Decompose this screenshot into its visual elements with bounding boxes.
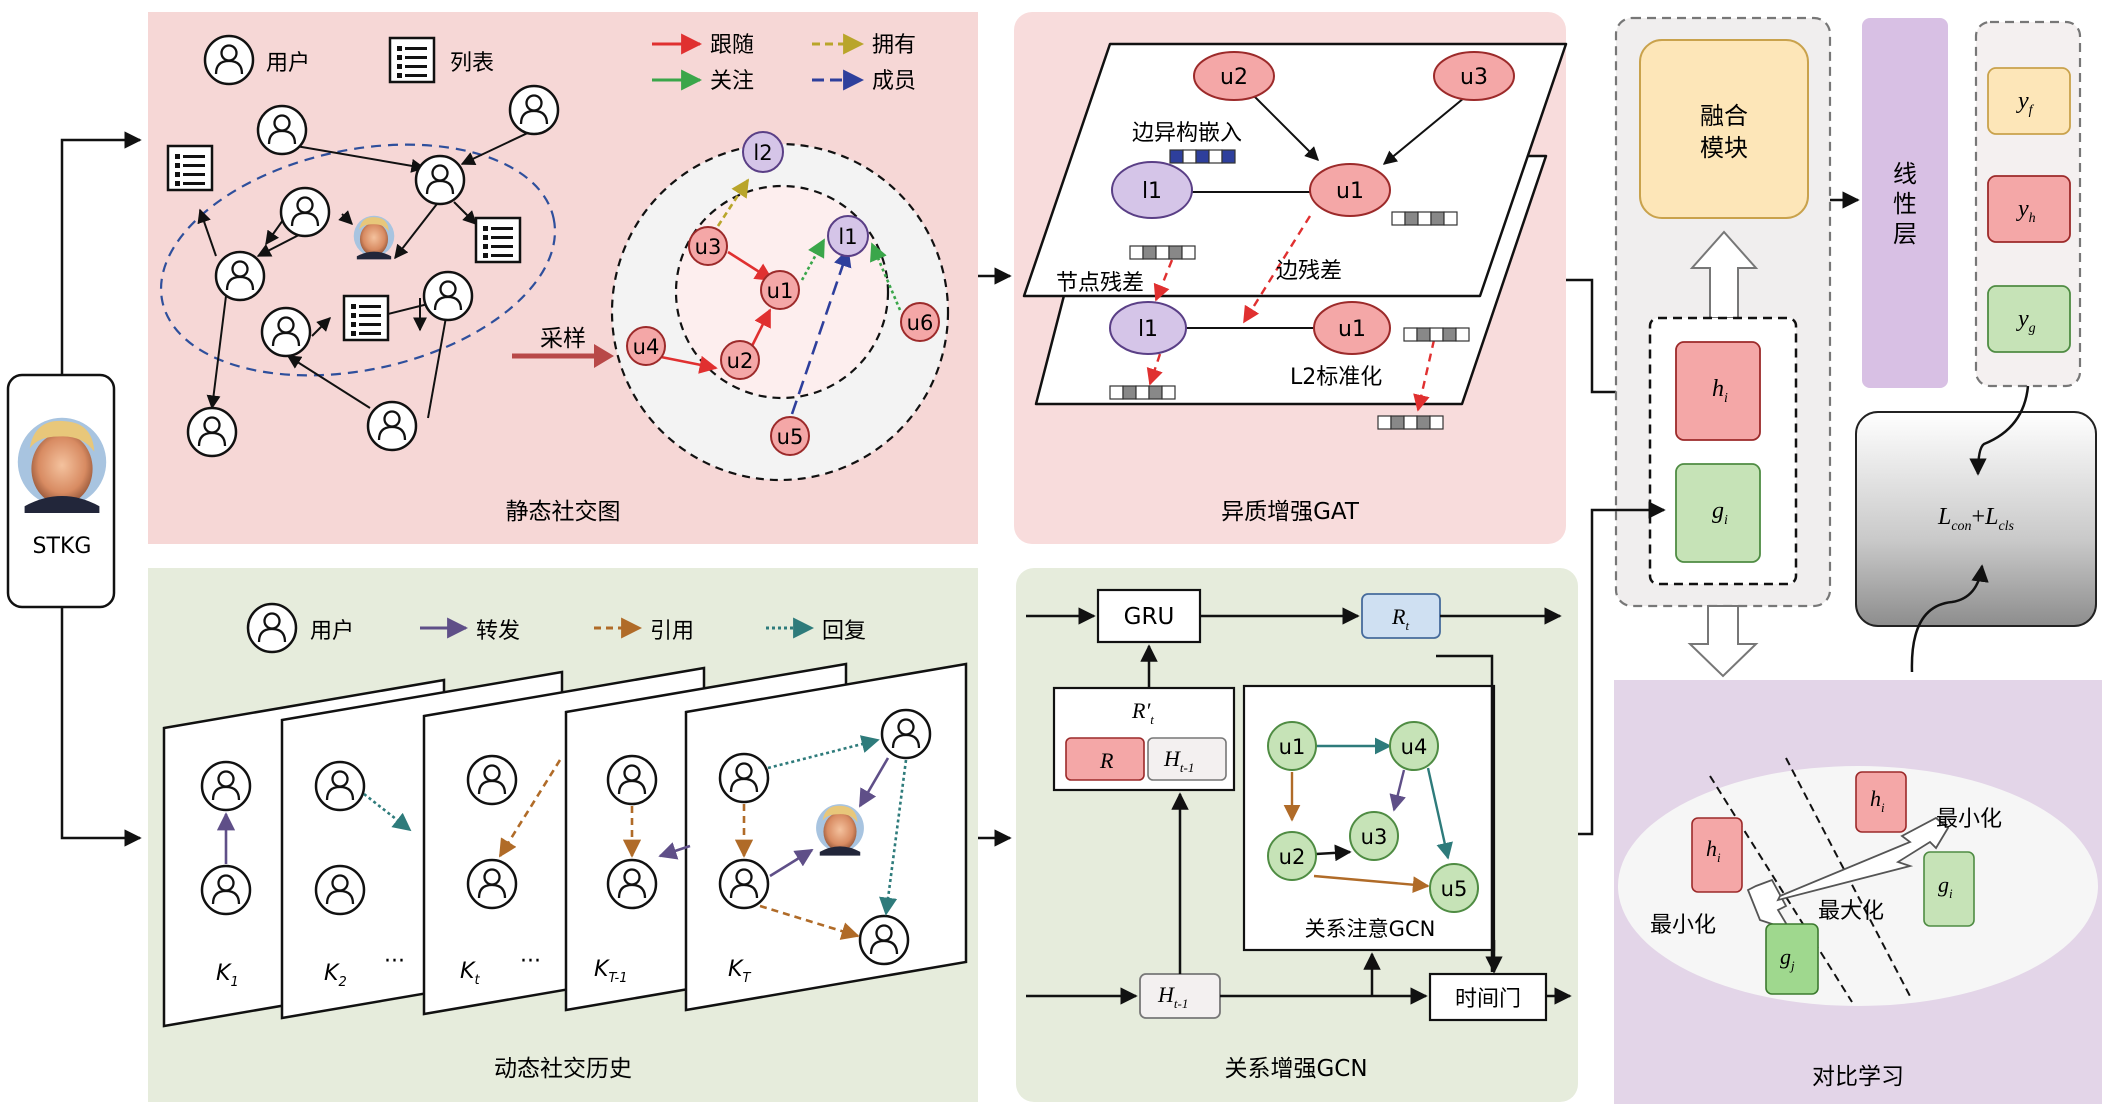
svg-text:u5: u5 (1441, 877, 1468, 901)
legend-own: 拥有 (872, 33, 916, 58)
edge-embed-label: 边异构嵌入 (1132, 121, 1242, 146)
ellipsis-1: ··· (384, 949, 405, 974)
legend-attention: 关注 (710, 69, 754, 94)
static-social-graph-panel: 静态社交图 用户 列表 跟随 拥有 关注 成员 (148, 12, 978, 544)
svg-text:u5: u5 (777, 425, 804, 449)
svg-text:u3: u3 (1460, 65, 1488, 90)
time-gate-box: 时间门 (1455, 987, 1521, 1012)
embedding-strips (1109, 149, 1470, 430)
sampled-nodes: l2 l1 u3 u1 u2 u4 u6 u5 (626, 131, 940, 456)
svg-text:l1: l1 (1138, 317, 1158, 342)
svg-text:l1: l1 (838, 225, 857, 249)
svg-text:Kt: Kt (460, 959, 480, 988)
svg-text:KT: KT (728, 957, 751, 986)
gcn-panel-title: 关系增强GCN (1224, 1056, 1367, 1082)
svg-text:最小化: 最小化 (1650, 913, 1716, 938)
svg-text:Ht-1: Ht-1 (1157, 982, 1188, 1011)
svg-text:hi: hi (1712, 376, 1728, 406)
svg-text:yg: yg (2016, 306, 2036, 336)
svg-text:gi: gi (1712, 498, 1728, 528)
svg-text:u6: u6 (907, 311, 934, 335)
svg-text:u2: u2 (1279, 845, 1306, 869)
legend-user: 用户 (266, 51, 310, 76)
svg-text:K2: K2 (324, 961, 347, 990)
stkg-label: STKG (33, 534, 92, 559)
rel-gcn-label: 关系注意GCN (1305, 917, 1436, 941)
contrastive-learning-panel: 对比学习 最小化 最小化 最大化 hi gi hi gj (1614, 680, 2102, 1104)
svg-text:u3: u3 (1361, 825, 1388, 849)
dynamic-history-panel: 动态社交历史 用户 转发 引用 回复 (148, 568, 978, 1102)
svg-text:u1: u1 (1336, 179, 1364, 204)
svg-text:l1: l1 (1142, 179, 1162, 204)
loss-box: Lcon+Lcls (1855, 411, 2097, 627)
svg-text:R′t: R′t (1131, 698, 1154, 727)
sample-label: 采样 (540, 326, 586, 352)
legend-follow: 跟随 (710, 33, 754, 58)
user-icon (203, 34, 255, 86)
svg-text:最小化: 最小化 (1936, 807, 2002, 832)
output-region: yf yh yg (1974, 20, 2082, 388)
legend-member: 成员 (872, 69, 916, 94)
svg-text:hi: hi (1870, 786, 1885, 815)
svg-text:R: R (1099, 748, 1114, 773)
node-residual-label: 节点残差 (1056, 271, 1144, 296)
svg-text:Ht-1: Ht-1 (1163, 746, 1194, 775)
l2norm-label: L2标准化 (1290, 365, 1382, 390)
fusion-module-label: 融合模块 (1700, 102, 1748, 162)
svg-text:u1: u1 (1338, 317, 1366, 342)
edge-residual-label: 边残差 (1276, 259, 1342, 284)
gat-panel-title: 异质增强GAT (1221, 499, 1360, 525)
svg-text:u2: u2 (727, 349, 754, 373)
contrast-panel-title: 对比学习 (1812, 1064, 1904, 1090)
svg-text:yh: yh (2016, 196, 2036, 226)
legend-list: 列表 (450, 51, 494, 76)
svg-text:u1: u1 (767, 279, 794, 303)
svg-text:Lcon+Lcls: Lcon+Lcls (1937, 504, 2015, 534)
fusion-region: 融合模块 hi gi (1614, 16, 1832, 678)
svg-text:yf: yf (2016, 88, 2035, 118)
static-panel-title: 静态社交图 (506, 499, 621, 525)
legend-quote: 引用 (650, 619, 694, 644)
svg-text:线性层: 线性层 (1893, 160, 1917, 248)
svg-text:u4: u4 (1401, 735, 1428, 759)
linear-layer: 线性层 (1862, 18, 1948, 388)
contrast-labels: 最小化 最小化 最大化 (1650, 807, 2002, 938)
svg-text:KT-1: KT-1 (594, 957, 628, 986)
svg-text:gj: gj (1780, 944, 1795, 973)
legend-user-dyn: 用户 (310, 619, 354, 644)
svg-text:gi: gi (1938, 872, 1953, 901)
list-icon (388, 36, 436, 84)
svg-text:u4: u4 (633, 335, 660, 359)
dynamic-panel-title: 动态社交历史 (494, 1056, 632, 1082)
relation-gcn-panel: 关系增强GCN GRU Rt R′t R Ht-1 Ht-1 关系注意GCN (1016, 568, 1578, 1102)
svg-text:hi: hi (1706, 836, 1721, 865)
frame-labels: K1 K2 Kt KT-1 KT (216, 957, 751, 990)
user-icon (246, 602, 298, 654)
svg-text:l2: l2 (753, 141, 772, 165)
legend-retweet: 转发 (476, 619, 520, 644)
ellipsis-2: ··· (520, 949, 541, 974)
hetero-gat-panel: 异质增强GAT u2 u3 u1 l1 l1 u1 边异构嵌入 节点残差 边残差… (1014, 12, 1568, 544)
legend-reply: 回复 (822, 619, 866, 644)
svg-text:最大化: 最大化 (1818, 899, 1884, 924)
svg-text:u2: u2 (1220, 65, 1248, 90)
svg-text:u1: u1 (1279, 735, 1306, 759)
stkg-box: STKG (6, 373, 116, 609)
svg-text:K1: K1 (216, 961, 239, 990)
svg-text:Rt: Rt (1391, 604, 1409, 633)
svg-text:u3: u3 (695, 235, 722, 259)
gru-box: GRU (1124, 604, 1175, 630)
